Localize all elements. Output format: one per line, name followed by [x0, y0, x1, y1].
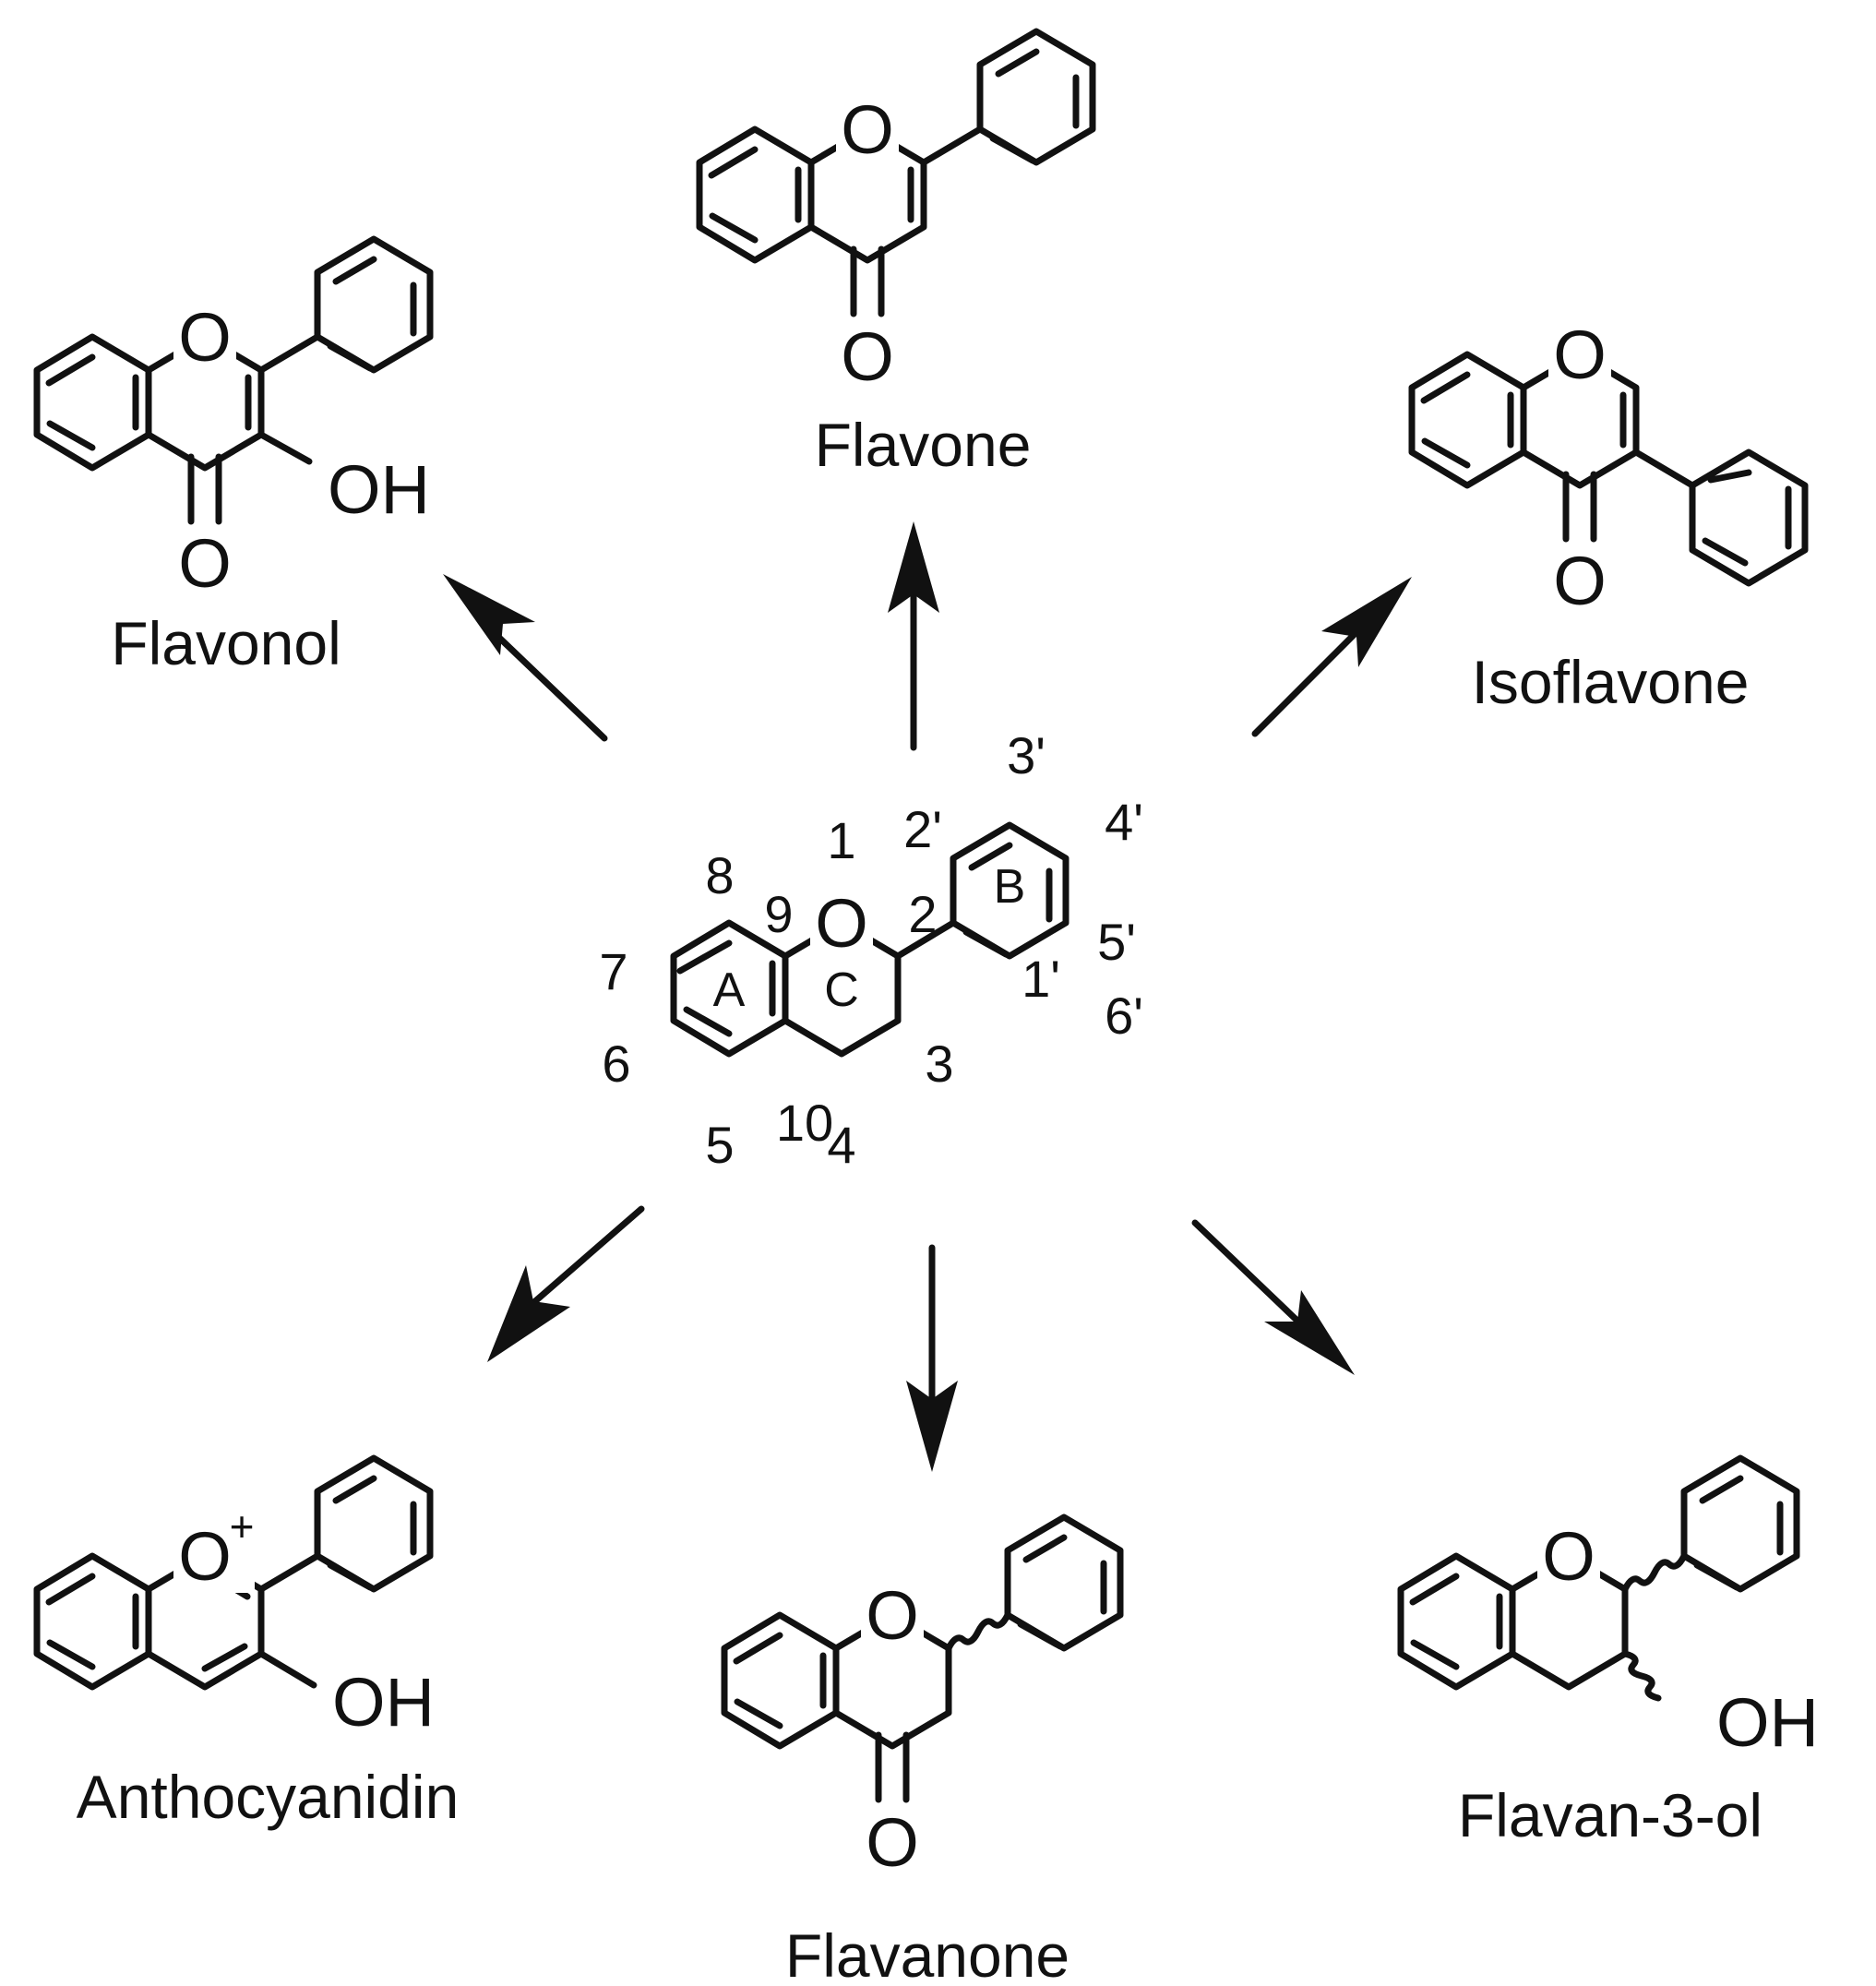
position-label: 2' — [903, 800, 942, 858]
arrow-to-anthocyanidin — [487, 1205, 645, 1362]
hydroxyl-group: OH — [1716, 1684, 1819, 1761]
arrow-to-flavonol — [443, 574, 608, 742]
position-label: 4' — [1105, 793, 1143, 851]
carbonyl-oxygen-atom: O — [1553, 543, 1607, 619]
position-label: 4 — [827, 1116, 855, 1174]
flavone-label: Flavone — [815, 411, 1032, 479]
positive-charge: + — [230, 1502, 255, 1550]
oxygen-atom: O — [178, 299, 232, 376]
arrow-to-isoflavone — [1251, 577, 1412, 737]
carbonyl-oxygen-atom: O — [841, 318, 894, 395]
wavy-bond — [1621, 1650, 1662, 1702]
flavanone-structure: O O — [721, 1513, 1124, 1881]
wavy-bond — [945, 1611, 1011, 1652]
ring-b-double-bond — [968, 842, 1013, 871]
oxonium-atom: O — [178, 1518, 232, 1595]
position-label: 10 — [776, 1094, 833, 1152]
anthocyanidin-structure: O + OH — [33, 1454, 435, 1741]
flavan-core-structure: O A C B 1 2 3 4 5 6 7 8 9 10 1' 2' 3' 4'… — [599, 726, 1143, 1174]
ring-label-a: A — [713, 963, 746, 1017]
ring-a-double-bond — [683, 1006, 733, 1037]
reaction-arrows — [443, 521, 1412, 1472]
anthocyanidin-label: Anthocyanidin — [77, 1763, 460, 1831]
ring-b-double-bond — [962, 928, 1010, 958]
hydroxyl-group: OH — [328, 451, 430, 528]
oxygen-atom: O — [841, 91, 894, 168]
position-label: 8 — [705, 846, 734, 904]
oxygen-atom: O — [1553, 317, 1607, 393]
position-label: 6 — [602, 1035, 630, 1093]
flavone-structure: O O — [696, 28, 1096, 395]
position-label: 1' — [1022, 950, 1060, 1008]
ring-a-double-bond — [676, 939, 733, 975]
core-oxygen-atom: O — [815, 885, 868, 962]
oxygen-atom: O — [1542, 1518, 1595, 1595]
carbonyl-oxygen-atom: O — [178, 525, 232, 602]
position-label: 2 — [908, 885, 937, 943]
c2-c1p-bond — [894, 919, 957, 960]
arrow-to-flavanone — [906, 1244, 958, 1472]
position-label: 6' — [1105, 987, 1143, 1045]
arrow-to-flavone — [888, 521, 939, 751]
ring-b-bonds — [950, 821, 1069, 960]
carbonyl-oxygen-atom: O — [866, 1804, 919, 1881]
position-label: 1 — [827, 811, 855, 869]
ring-label-c: C — [824, 963, 859, 1017]
arrow-to-flavan-3-ol — [1191, 1219, 1355, 1375]
flavan-3-ol-label: Flavan-3-ol — [1458, 1781, 1762, 1849]
isoflavone-structure: O O — [1408, 317, 1809, 619]
position-label: 3 — [925, 1035, 953, 1093]
position-label: 5 — [705, 1116, 734, 1174]
position-label: 3' — [1007, 726, 1046, 784]
isoflavone-label: Isoflavone — [1472, 648, 1750, 716]
flavonol-label: Flavonol — [111, 609, 341, 677]
position-label: 9 — [764, 885, 793, 943]
flavonol-structure: O O OH — [33, 235, 434, 602]
flavanone-label: Flavanone — [785, 1921, 1069, 1986]
hydroxyl-group: OH — [332, 1664, 435, 1741]
ring-label-b: B — [994, 860, 1026, 914]
position-label: 7 — [599, 942, 627, 1000]
flavan-3-ol-structure: O OH — [1397, 1454, 1819, 1761]
oxygen-atom: O — [866, 1577, 919, 1654]
wavy-bond — [1621, 1552, 1688, 1593]
position-label: 5' — [1097, 913, 1136, 971]
